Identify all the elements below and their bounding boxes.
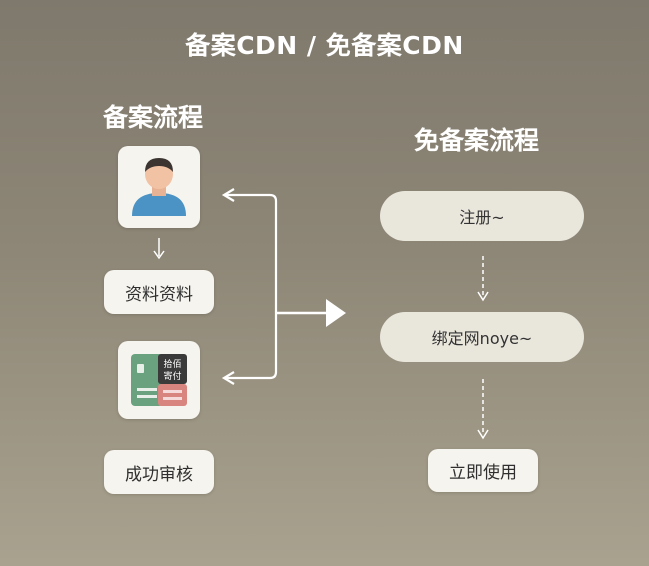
document-badge-line-2: 寄付 <box>163 370 181 382</box>
filing-process-heading: 备案流程 <box>103 103 204 132</box>
step-bind-domain-label: 绑定网noye~ <box>431 329 533 348</box>
dashed-arrow-1 <box>477 256 489 302</box>
step-register-label: 注册~ <box>459 208 505 227</box>
step-use-now-label: 立即使用 <box>449 463 517 483</box>
step-review-success-label: 成功审核 <box>125 464 193 485</box>
no-filing-process-heading: 免备案流程 <box>414 126 540 155</box>
page-title: 备案CDN / 免备案CDN <box>185 31 464 60</box>
user-avatar-icon <box>132 158 186 216</box>
step-register: 注册~ <box>380 191 584 241</box>
bracket-connector <box>221 188 278 385</box>
step-submit-materials-label: 资料资料 <box>125 284 193 305</box>
step-bind-domain: 绑定网noye~ <box>380 312 584 362</box>
down-arrow-left <box>153 238 165 260</box>
document-card: 拾佰 寄付 <box>118 341 200 419</box>
user-card <box>118 146 200 228</box>
dashed-arrow-2 <box>477 379 489 440</box>
step-submit-materials: 资料资料 <box>104 270 214 314</box>
step-review-success: 成功审核 <box>104 450 214 494</box>
step-use-now: 立即使用 <box>428 449 538 492</box>
document-card-icon: 拾佰 寄付 <box>131 354 187 406</box>
document-badge-line-1: 拾佰 <box>163 358 181 370</box>
big-right-arrow <box>276 299 346 327</box>
